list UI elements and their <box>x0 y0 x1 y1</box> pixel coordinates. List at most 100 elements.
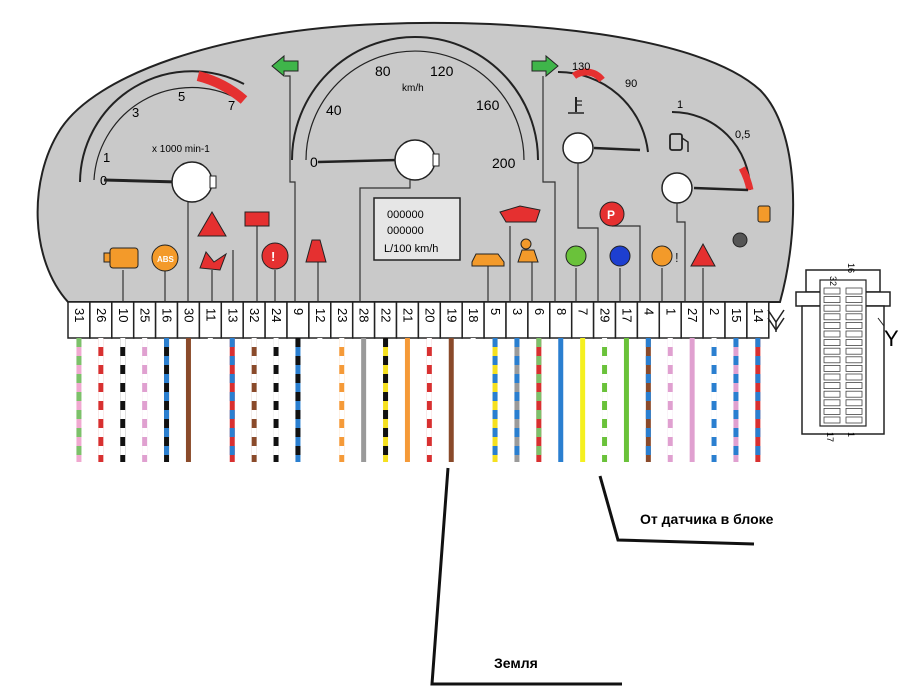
airbag-icon <box>517 238 539 263</box>
connector-slot <box>823 364 841 372</box>
tacho-hub <box>171 161 213 203</box>
connector-slot <box>845 330 863 338</box>
pin-number: 9 <box>291 308 306 315</box>
pin-number: 31 <box>72 308 87 322</box>
display-line-2: 000000 <box>387 225 424 237</box>
speedo-tick-40: 40 <box>326 102 342 118</box>
pin-number: 2 <box>707 308 722 315</box>
connector-y: 32 16 17 1 Y <box>795 263 899 442</box>
pin-number: 22 <box>379 308 394 322</box>
high-beam-icon <box>609 245 631 267</box>
tacho-tick-7: 7 <box>228 98 235 113</box>
connector-slot <box>823 373 841 381</box>
tacho-tick-1: 1 <box>103 150 110 165</box>
display-line-3: L/100 km/h <box>384 243 438 255</box>
pin-number: 7 <box>576 308 591 315</box>
tachometer: 0 1 3 5 7 x 1000 min-1 <box>79 70 248 203</box>
connector-slot <box>845 373 863 381</box>
svg-text:!: ! <box>271 249 275 264</box>
connector-slot <box>845 321 863 329</box>
svg-text:P: P <box>607 208 615 222</box>
brake-warning-icon: ! <box>261 242 289 270</box>
connector-slot <box>823 407 841 415</box>
pin-number: 10 <box>116 308 131 322</box>
connector-slot <box>845 416 863 424</box>
connector-slot <box>845 407 863 415</box>
pin-number: 29 <box>598 308 613 322</box>
svg-text:ABS: ABS <box>157 255 175 264</box>
battery-icon <box>244 211 270 227</box>
connector-slot <box>845 399 863 407</box>
connector-slot <box>845 296 863 304</box>
indicator-dot-icon <box>732 232 748 248</box>
pin-number: 23 <box>335 308 350 322</box>
connector-slot <box>823 304 841 312</box>
seatbelt-icon <box>305 239 327 263</box>
connector-slot <box>845 382 863 390</box>
pin-number: 27 <box>685 308 700 322</box>
pin-number: 21 <box>401 308 416 322</box>
connector-slot <box>823 390 841 398</box>
connector-slot <box>823 321 841 329</box>
connector-slot <box>845 390 863 398</box>
speedo-tick-160: 160 <box>476 97 500 113</box>
abs-icon: ABS <box>151 244 179 272</box>
light-bulb-icon <box>565 245 587 267</box>
connector-slot <box>823 416 841 424</box>
pin-number: 28 <box>357 308 372 322</box>
connector-slot <box>845 313 863 321</box>
pin-number: 3 <box>510 308 525 315</box>
tacho-tick-0: 0 <box>100 173 107 188</box>
speedo-hub <box>394 139 436 181</box>
connector-slot <box>823 339 841 347</box>
pin-number: 4 <box>641 308 656 315</box>
ground-annotation: Земля <box>494 655 538 671</box>
pin-number: 26 <box>94 308 109 322</box>
temp-tick-130: 130 <box>572 61 590 73</box>
ground-leader <box>430 467 622 686</box>
parking-brake-icon: P <box>599 201 625 227</box>
pin-number: 20 <box>422 308 437 322</box>
speedo-tick-80: 80 <box>375 63 391 79</box>
sensor-annotation: От датчика в блоке <box>640 511 774 527</box>
connector-pin-1: 1 <box>846 432 856 437</box>
fuel-hub <box>661 172 693 204</box>
connector-slot <box>823 356 841 364</box>
pin-number: 17 <box>620 308 635 322</box>
warning-triangle-icon <box>197 211 227 237</box>
connector-slot <box>823 313 841 321</box>
turn-right-arrow-icon <box>531 54 559 78</box>
turn-left-arrow-icon <box>271 54 299 78</box>
connector-slot <box>845 364 863 372</box>
connector-slot <box>845 287 863 295</box>
wire-harness <box>76 338 761 462</box>
speedometer: 0 40 80 120 160 200 km/h <box>291 36 539 181</box>
pin-number: 18 <box>466 308 481 322</box>
connector-slot <box>823 330 841 338</box>
odometer-display: 000000 000000 L/100 km/h <box>373 197 461 261</box>
connector-slot <box>845 347 863 355</box>
hazard-icon <box>690 242 716 267</box>
fuel-tick-1: 1 <box>677 99 683 111</box>
speedo-tick-200: 200 <box>492 155 516 171</box>
pin-number: 6 <box>532 308 547 315</box>
connector-slot <box>823 296 841 304</box>
connector-slot <box>845 356 863 364</box>
leader-lines <box>122 75 704 302</box>
steering-warning-icon: ! <box>651 245 679 267</box>
ground-symbol-icon <box>767 309 785 332</box>
fuel-gauge: 1 0,5 <box>661 99 754 204</box>
speedo-unit: km/h <box>402 83 424 94</box>
connector-pin-32: 32 <box>828 276 838 286</box>
pin-number: 14 <box>751 308 766 322</box>
connector-pin-17: 17 <box>825 432 835 442</box>
tacho-tick-5: 5 <box>178 89 185 104</box>
connector-slot <box>845 304 863 312</box>
pin-number: 19 <box>444 308 459 322</box>
connector-slot <box>823 287 841 295</box>
fuel-tick-half: 0,5 <box>735 129 750 141</box>
pin-number: 25 <box>138 308 153 322</box>
pin-number: 16 <box>160 308 175 322</box>
